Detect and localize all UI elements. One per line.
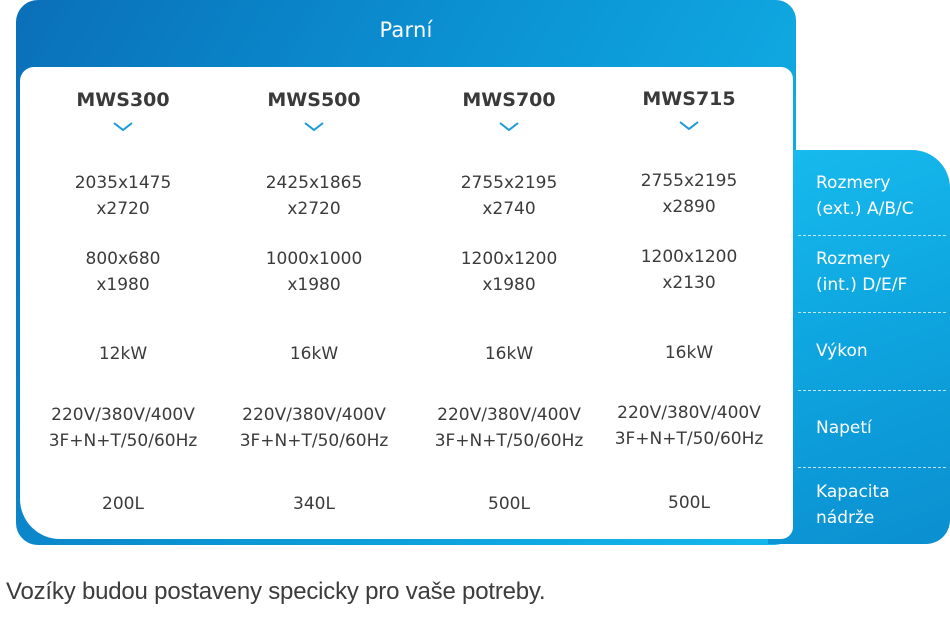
power-value: 12kW [98, 344, 148, 364]
power-value: 16kW [289, 344, 339, 364]
row-label-dim-ext: Rozmery (ext.) A/B/C [816, 173, 914, 219]
caption-text: Vozíky budou postaveny specicky pro vaše… [6, 578, 546, 605]
row-label-dim-int: Rozmery (int.) D/E/F [816, 249, 908, 295]
dim-ext-value: 2755x2195 x2740 [460, 173, 558, 219]
dim-int-value: 1200x1200 x2130 [640, 247, 738, 293]
model-name[interactable]: MWS300 [76, 89, 170, 111]
dim-ext-value: 2035x1475 x2720 [74, 173, 172, 219]
chevron-down-icon[interactable] [112, 121, 134, 133]
row-label-capacity: Kapacita nádrže [816, 482, 890, 528]
row-labels: Rozmery (ext.) A/B/C Rozmery (int.) D/E/… [798, 150, 950, 544]
model-name[interactable]: MWS500 [267, 89, 361, 111]
dim-int-value: 1000x1000 x1980 [265, 249, 363, 295]
chevron-down-icon[interactable] [303, 121, 325, 133]
voltage-value: 220V/380V/400V 3F+N+T/50/60Hz [48, 405, 198, 451]
spec-table: MWS300 2035x1475 x2720 800x680 x1980 12k… [20, 67, 793, 539]
row-label-voltage: Napetí [816, 418, 872, 438]
dim-ext-value: 2755x2195 x2890 [640, 171, 738, 217]
row-divider [798, 312, 946, 313]
row-label-power: Výkon [816, 341, 868, 361]
voltage-value: 220V/380V/400V 3F+N+T/50/60Hz [239, 405, 389, 451]
category-title: Parní [379, 18, 433, 42]
power-value: 16kW [484, 344, 534, 364]
row-divider [798, 390, 946, 391]
capacity-value: 340L [293, 494, 335, 514]
capacity-value: 500L [668, 493, 710, 513]
power-value: 16kW [664, 343, 714, 363]
row-divider [798, 467, 946, 468]
model-name[interactable]: MWS715 [642, 88, 736, 110]
capacity-value: 500L [488, 494, 530, 514]
capacity-value: 200L [102, 494, 144, 514]
model-name[interactable]: MWS700 [462, 89, 556, 111]
voltage-value: 220V/380V/400V 3F+N+T/50/60Hz [434, 405, 584, 451]
dim-ext-value: 2425x1865 x2720 [265, 173, 363, 219]
frame-notch [796, 0, 950, 150]
dim-int-value: 1200x1200 x1980 [460, 249, 558, 295]
dim-int-value: 800x680 x1980 [85, 249, 161, 295]
chevron-down-icon[interactable] [678, 120, 700, 132]
chevron-down-icon[interactable] [498, 121, 520, 133]
row-divider [798, 235, 946, 236]
voltage-value: 220V/380V/400V 3F+N+T/50/60Hz [614, 403, 764, 449]
row-labels-panel [768, 150, 950, 544]
